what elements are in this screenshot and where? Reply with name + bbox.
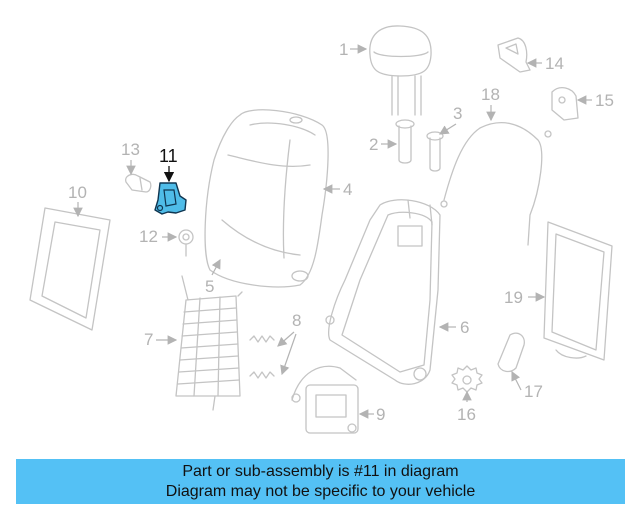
callout-12: 12 xyxy=(139,227,158,246)
part-9-motor xyxy=(291,365,359,434)
callout-15: 15 xyxy=(595,91,614,110)
callout-16: 16 xyxy=(457,405,476,424)
part-13-fastener xyxy=(125,173,152,193)
callout-1: 1 xyxy=(339,40,348,59)
callout-14: 14 xyxy=(545,54,564,73)
part-11-highlighted-bracket xyxy=(154,182,187,215)
callout-17: 17 xyxy=(524,382,543,401)
callout-19: 19 xyxy=(504,288,523,307)
part-15-knob xyxy=(551,86,579,121)
callout-6: 6 xyxy=(460,318,469,337)
callout-5: 5 xyxy=(205,277,214,296)
callout-9: 9 xyxy=(376,405,385,424)
callout-3: 3 xyxy=(453,104,462,123)
info-banner: Part or sub-assembly is #11 in diagram D… xyxy=(16,459,625,504)
part-18-cable xyxy=(440,122,552,246)
callouts: 1 2 3 4 5 6 7 8 9 10 11 12 13 14 15 16 xyxy=(68,40,614,424)
part-1-headrest xyxy=(369,25,432,116)
callout-10: 10 xyxy=(68,183,87,202)
part-14-trim xyxy=(497,37,531,73)
callout-4: 4 xyxy=(343,180,352,199)
callout-11: 11 xyxy=(159,146,178,166)
banner-line-2: Diagram may not be specific to your vehi… xyxy=(165,483,476,500)
callout-7: 7 xyxy=(144,330,153,349)
part-2-guide xyxy=(395,119,415,164)
part-19-rear-panel xyxy=(543,221,613,361)
part-16-gear xyxy=(451,365,483,393)
part-17-lever xyxy=(497,332,525,373)
part-7-lumbar-mat xyxy=(175,275,243,411)
part-10-back-panel xyxy=(29,207,111,331)
banner-line-1: Part or sub-assembly is #11 in diagram xyxy=(182,463,459,480)
callout-8: 8 xyxy=(292,311,301,330)
callout-13: 13 xyxy=(121,140,140,159)
part-4-back-cover xyxy=(204,109,329,288)
callout-18: 18 xyxy=(481,85,500,104)
part-6-frame xyxy=(325,199,441,385)
part-8-springs xyxy=(249,335,275,379)
callout-2: 2 xyxy=(369,135,378,154)
part-11-shape xyxy=(154,182,187,215)
part-3-guide xyxy=(426,131,444,172)
part-12-clip xyxy=(178,229,194,257)
parts-diagram: 1 2 3 4 5 6 7 8 9 10 11 12 13 14 15 16 xyxy=(29,25,614,434)
